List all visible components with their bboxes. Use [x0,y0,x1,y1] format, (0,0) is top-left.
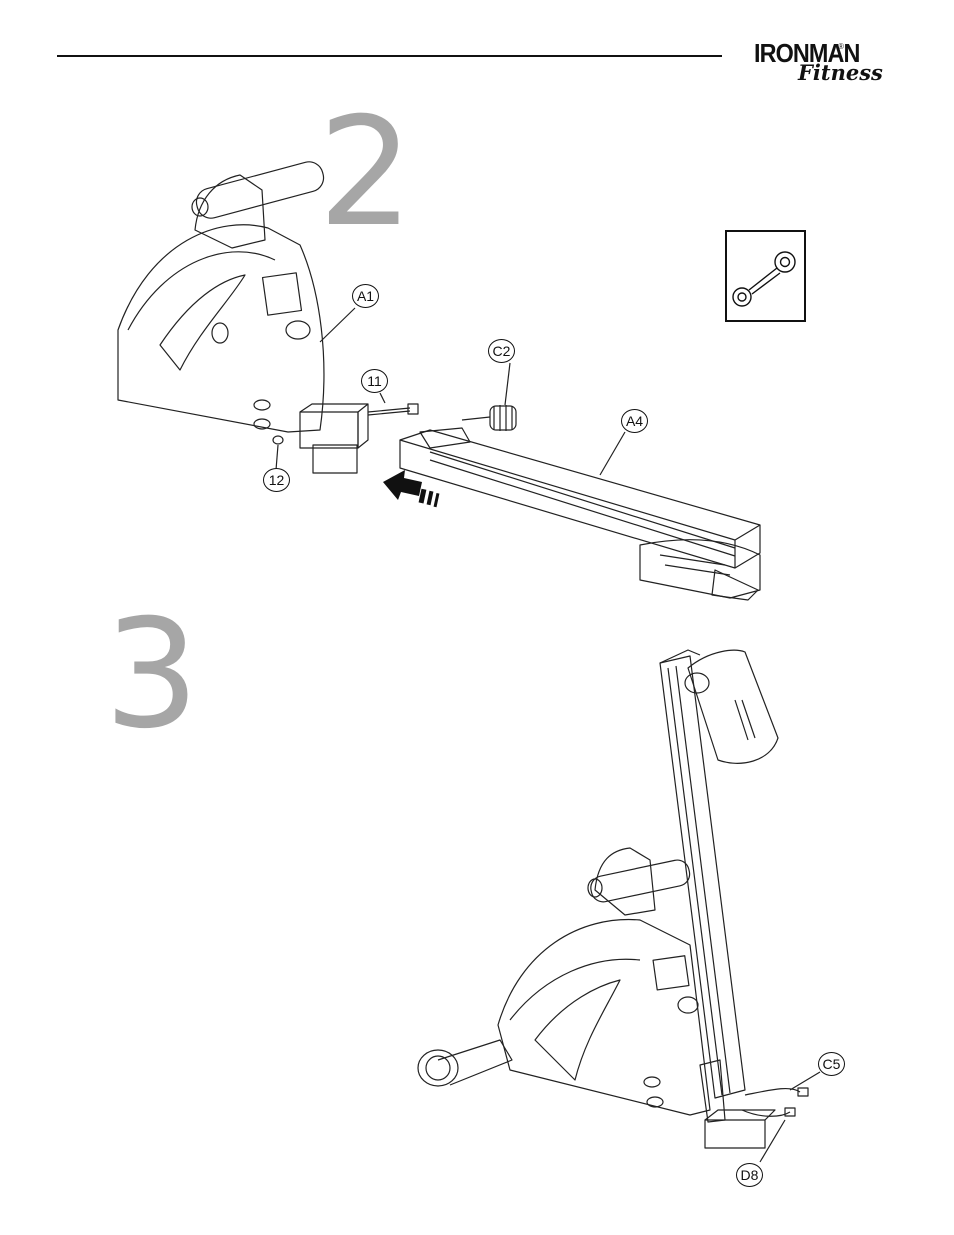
label-12: 12 [263,468,290,492]
insert-arrow-icon [383,470,439,507]
bolt-11 [368,404,418,415]
label-c5: C5 [818,1052,845,1076]
assembled-rower [418,650,820,1162]
label-11: 11 [361,369,388,393]
label-a1: A1 [352,284,379,308]
label-c2: C2 [488,339,515,363]
label-d8: D8 [736,1163,763,1187]
knob-c2 [462,405,516,431]
rower-front-unit [118,159,368,473]
label-a4: A4 [621,409,648,433]
rail-a4 [400,428,760,600]
